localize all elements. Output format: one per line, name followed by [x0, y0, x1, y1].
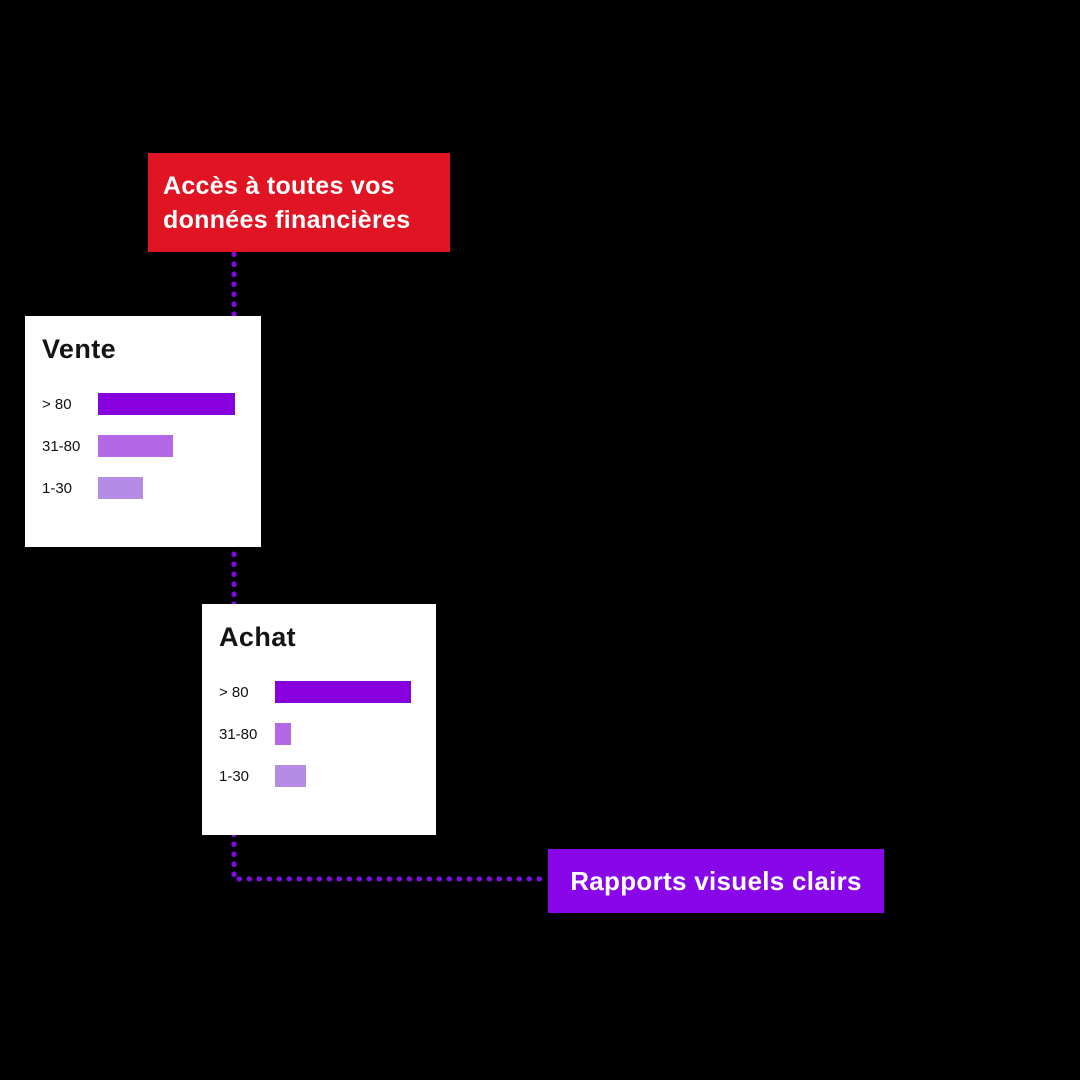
- chart-title-vente: Vente: [42, 334, 117, 364]
- achat-chart-card: Achat > 80 31-80 1-30: [202, 604, 436, 835]
- vente-bar-chart: > 80 31-80 1-30: [42, 393, 255, 519]
- chart-category-label: 1-30: [42, 479, 73, 497]
- chart-bar: [98, 435, 173, 457]
- chart-category-label: > 80: [219, 683, 249, 701]
- chart-bar: [275, 765, 306, 787]
- achat-bar-chart: > 80 31-80 1-30: [219, 681, 430, 807]
- chart-row: > 80: [219, 681, 430, 703]
- chart-bar: [98, 477, 143, 499]
- callout-visual-reports: Rapports visuels clairs: [548, 849, 884, 913]
- chart-row: 1-30: [219, 765, 430, 787]
- chart-row: 31-80: [219, 723, 430, 745]
- chart-title-achat: Achat: [219, 622, 297, 652]
- chart-row: 1-30: [42, 477, 255, 499]
- vente-chart-card: Vente > 80 31-80 1-30: [25, 316, 261, 547]
- chart-row: 31-80: [42, 435, 255, 457]
- chart-category-label: 31-80: [42, 437, 81, 455]
- chart-row: > 80: [42, 393, 255, 415]
- chart-category-label: 31-80: [219, 725, 258, 743]
- chart-bar: [275, 681, 411, 703]
- chart-category-label: > 80: [42, 395, 72, 413]
- chart-bar: [98, 393, 235, 415]
- chart-category-label: 1-30: [219, 767, 250, 785]
- callout-access-data: Accès à toutes vos données financières: [148, 153, 450, 252]
- chart-bar: [275, 723, 291, 745]
